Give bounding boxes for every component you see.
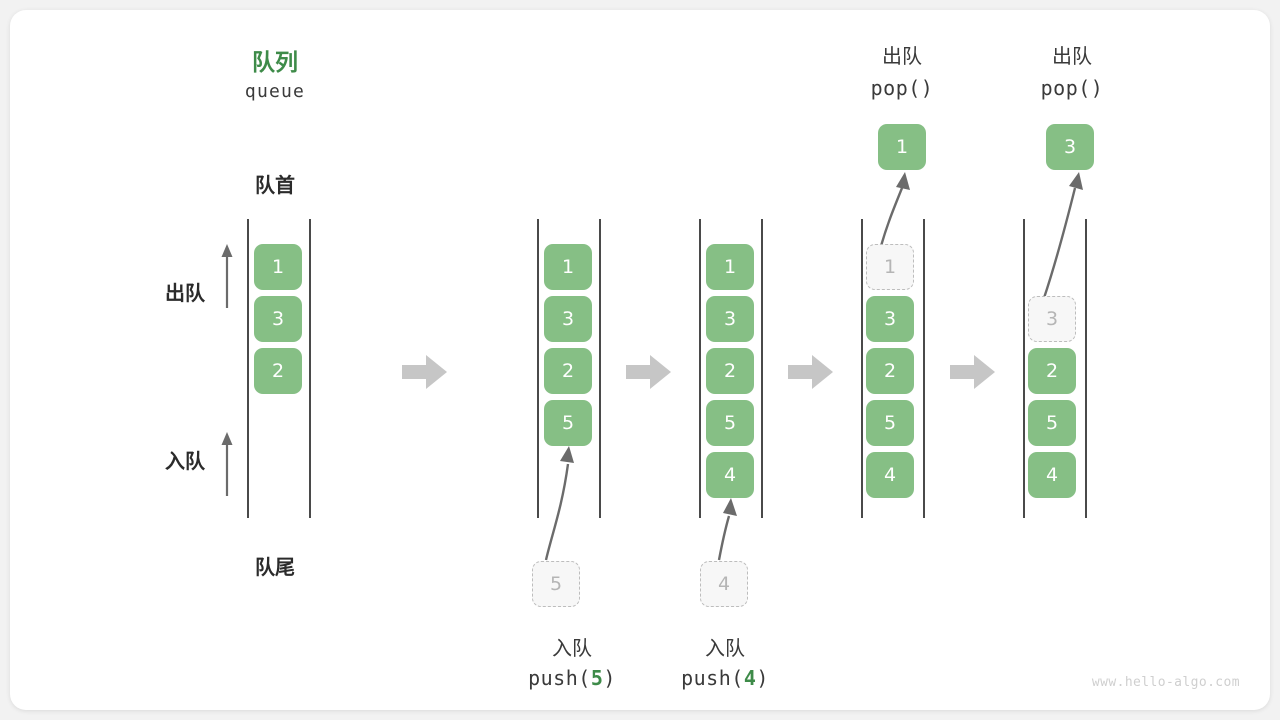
front-label: 队首 [255,175,295,197]
queue-cell: 5 [1028,400,1076,446]
step-separator-arrow-icon [626,355,671,389]
push-caption-code-head: push( [528,666,591,690]
step-separator-arrow-icon [788,355,833,389]
step-separator-arrow-icon [402,355,447,389]
queue-title-cn: 队列 [252,49,298,75]
queue-cell: 3 [544,296,592,342]
push-caption-cn: 入队 [705,638,745,660]
queue-rail-right-4 [923,219,925,518]
push-caption-cn: 入队 [552,638,592,660]
pop-header-code: pop() [870,76,934,100]
dequeue-label: 出队 [165,283,205,305]
pop-arrow-icon [879,172,910,247]
queue-cell: 1 [254,244,302,290]
queue-rail-right-1 [309,219,311,518]
queue-title-code: queue [244,81,306,102]
queue-cell: 5 [544,400,592,446]
pop-header-code: pop() [1040,76,1104,100]
queue-cell: 1 [706,244,754,290]
queue-cell: 1 [544,244,592,290]
push-arrow-icon [544,446,574,561]
dequeue-direction-arrow-icon [221,244,233,308]
pop-header-cn: 出队 [1052,46,1092,68]
watermark: www.hello-algo.com [1091,675,1240,690]
rear-label: 队尾 [255,557,295,579]
queue-cell: 5 [706,400,754,446]
pop-arrow-icon [1042,172,1083,299]
queue-rail-left-2 [537,219,539,518]
push-caption-code: push(5) [497,666,647,690]
queue-rail-left-1 [247,219,249,518]
queue-cell: 2 [544,348,592,394]
queue-rail-left-3 [699,219,701,518]
incoming-element-ghost: 5 [532,561,580,607]
queue-cell: 2 [866,348,914,394]
pop-header-cn: 出队 [882,46,922,68]
queue-rail-left-5 [1023,219,1025,518]
queue-cell: 3 [866,296,914,342]
push-caption-code-tail: ) [603,666,616,690]
push-arrow-icon [717,498,737,561]
queue-cell-ghost: 3 [1028,296,1076,342]
push-caption-arg: 5 [590,666,604,690]
queue-rail-right-2 [599,219,601,518]
queue-rail-right-5 [1085,219,1087,518]
diagram-card: 队列 queue 队首 队尾 出队 入队 1 3 2 1 3 2 5 [10,10,1270,710]
push-caption-code-head: push( [681,666,744,690]
queue-rail-right-3 [761,219,763,518]
popped-element: 3 [1046,124,1094,170]
push-caption-arg: 4 [743,666,757,690]
queue-cell: 4 [706,452,754,498]
incoming-element-ghost: 4 [700,561,748,607]
queue-cell: 2 [1028,348,1076,394]
enqueue-direction-arrow-icon [221,432,233,496]
queue-cell: 3 [706,296,754,342]
popped-element: 1 [878,124,926,170]
queue-cell: 5 [866,400,914,446]
queue-cell: 2 [706,348,754,394]
push-caption-code: push(4) [650,666,800,690]
step-separator-arrow-icon [950,355,995,389]
queue-cell: 4 [1028,452,1076,498]
queue-cell: 4 [866,452,914,498]
push-caption-code-tail: ) [756,666,769,690]
enqueue-label: 入队 [165,451,205,473]
queue-cell: 3 [254,296,302,342]
queue-cell: 2 [254,348,302,394]
queue-rail-left-4 [861,219,863,518]
queue-cell-ghost: 1 [866,244,914,290]
